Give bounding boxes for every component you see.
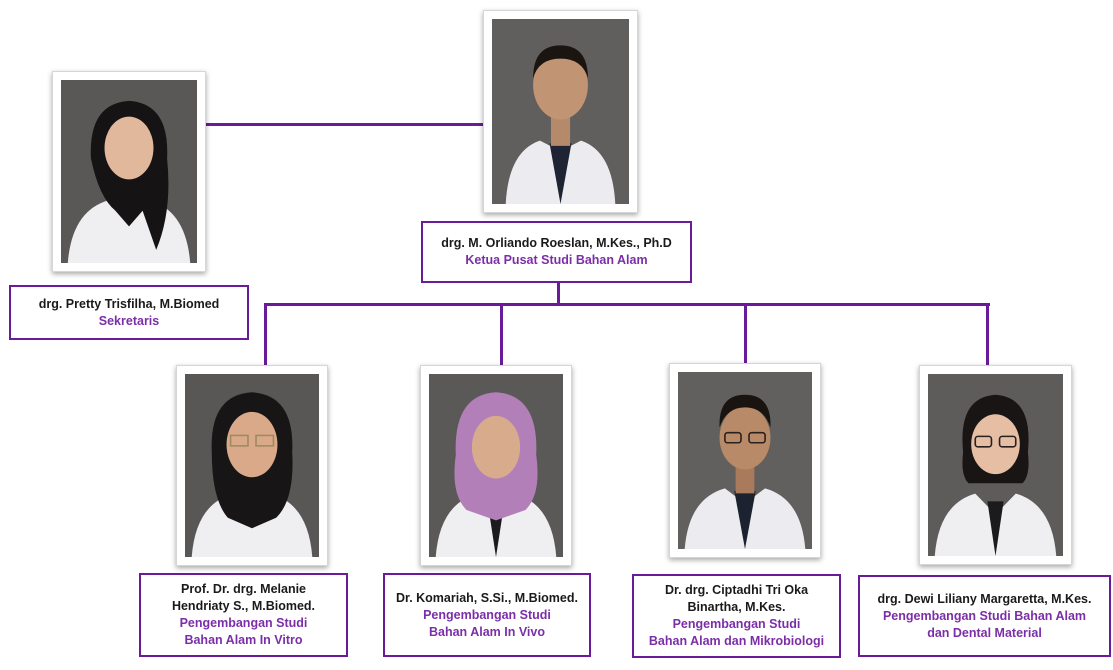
member-3-role-line2: Bahan Alam dan Mikrobiologi — [648, 634, 825, 648]
connector-members-bar — [264, 303, 990, 306]
member-4-role-line2: dan Dental Material — [927, 625, 1042, 640]
connector-member-1 — [264, 303, 267, 365]
member-1-name-line2: Hendriaty S., M.Biomed. — [171, 599, 316, 613]
member-3-photo — [669, 363, 821, 558]
member-2-photo — [420, 365, 572, 566]
portrait-image — [678, 372, 812, 549]
secretary-role: Sekretaris — [98, 313, 160, 328]
member-1-name-line1: Prof. Dr. drg. Melanie — [180, 582, 307, 596]
head-label: drg. M. Orliando Roeslan, M.Kes., Ph.D K… — [421, 221, 692, 283]
member-1-role-line1: Pengembangan Studi — [179, 616, 308, 630]
member-2-role-line1: Pengembangan Studi — [423, 607, 551, 622]
portrait-image — [429, 374, 563, 557]
portrait-image — [492, 19, 629, 204]
head-photo — [483, 10, 638, 213]
member-4-name-line1: drg. Dewi Liliany Margaretta, M.Kes. — [877, 591, 1092, 606]
connector-member-2 — [500, 303, 503, 365]
secretary-photo — [52, 71, 206, 272]
member-3-label: Dr. drg. Ciptadhi Tri Oka Binartha, M.Ke… — [632, 574, 841, 658]
head-name: drg. M. Orliando Roeslan, M.Kes., Ph.D — [441, 236, 672, 250]
member-4-role-line1: Pengembangan Studi Bahan Alam — [882, 608, 1087, 623]
portrait-image — [928, 374, 1063, 556]
portrait-image — [185, 374, 319, 557]
member-3-role-line1: Pengembangan Studi — [672, 617, 801, 631]
head-role: Ketua Pusat Studi Bahan Alam — [465, 253, 648, 267]
connector-member-3 — [744, 303, 747, 365]
secretary-label: drg. Pretty Trisfilha, M.Biomed Sekretar… — [9, 285, 249, 340]
member-1-role-line2: Bahan Alam In Vitro — [184, 633, 303, 647]
member-3-name-line1: Dr. drg. Ciptadhi Tri Oka — [664, 583, 809, 597]
member-2-role-line2: Bahan Alam In Vivo — [428, 624, 545, 639]
connector-member-4 — [986, 303, 989, 365]
member-3-name-line2: Binartha, M.Kes. — [687, 600, 786, 614]
member-1-label: Prof. Dr. drg. Melanie Hendriaty S., M.B… — [139, 573, 348, 657]
connector-head-down — [557, 282, 560, 305]
connector-head-secretary — [206, 123, 484, 126]
member-2-name-line1: Dr. Komariah, S.Si., M.Biomed. — [396, 590, 578, 605]
member-1-photo — [176, 365, 328, 566]
portrait-image — [61, 80, 197, 263]
member-4-label: drg. Dewi Liliany Margaretta, M.Kes. Pen… — [858, 575, 1111, 657]
secretary-name: drg. Pretty Trisfilha, M.Biomed — [38, 296, 220, 311]
member-4-photo — [919, 365, 1072, 565]
member-2-label: Dr. Komariah, S.Si., M.Biomed. Pengemban… — [383, 573, 591, 657]
